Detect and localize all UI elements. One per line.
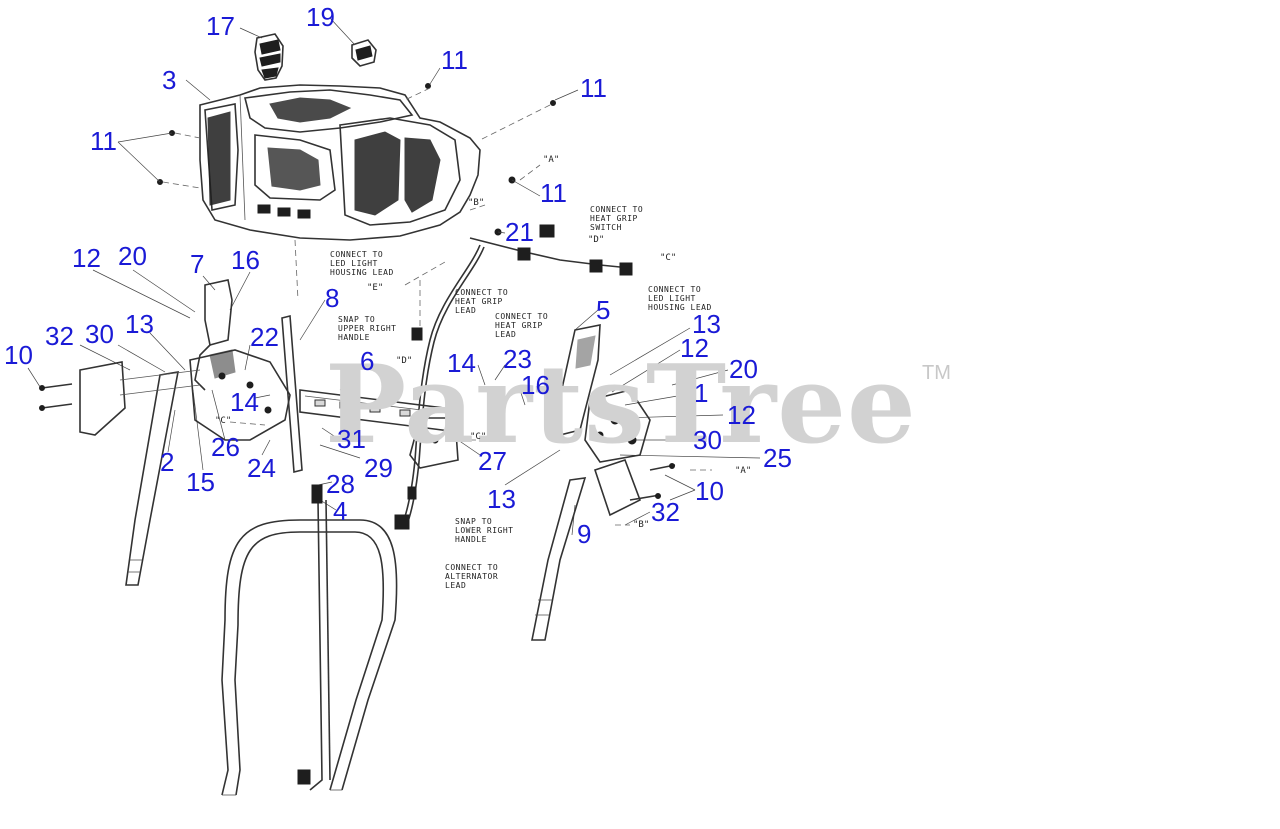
note-snap-upper-right: SNAP TO UPPER RIGHT HANDLE [338,315,397,342]
callout-16-left: 16 [231,245,260,275]
callout-13-left: 13 [125,309,154,339]
callout-16-center: 16 [521,370,550,400]
callout-10-left: 10 [4,340,33,370]
callout-8: 8 [325,283,340,313]
callout-1: 1 [694,378,709,408]
right-handle-9 [531,477,587,641]
callout-20-right: 20 [729,354,758,384]
tag-b-right: "B" [633,520,650,530]
knob-19 [351,39,377,67]
callout-12-right: 12 [727,400,756,430]
left-handle-grip [189,279,291,441]
note-led-light-housing-left: CONNECT TO LED LIGHT HOUSING LEAD [330,250,394,277]
callout-5: 5 [596,295,611,325]
tag-e: "E" [367,283,384,293]
note-led-light-housing-right: CONNECT TO LED LIGHT HOUSING LEAD [648,285,712,312]
tag-d-top: "D" [588,235,605,245]
callout-31: 31 [337,424,366,454]
tag-a-right: "A" [735,466,752,476]
left-upper-handle [79,361,201,586]
callout-30-left: 30 [85,319,114,349]
callout-7: 7 [190,249,205,279]
callout-14-left: 14 [230,387,259,417]
tag-d-center: "D" [396,356,413,366]
callout-21: 21 [505,217,534,247]
note-snap-lower-right: SNAP TO LOWER RIGHT HANDLE [455,517,514,544]
bolts-10-left [39,383,73,411]
callout-9: 9 [577,519,592,549]
note-alternator-lead: CONNECT TO ALTERNATOR LEAD [445,563,499,590]
callout-11-left: 11 [90,126,117,156]
callout-11-right-top: 11 [580,73,607,103]
callout-24: 24 [247,453,276,483]
screws-11 [157,83,556,236]
callout-12-right-top: 12 [680,333,709,363]
callout-17: 17 [206,11,235,41]
callout-28: 28 [326,469,355,499]
callout-27: 27 [478,446,507,476]
callout-15: 15 [186,467,215,497]
callout-26: 26 [211,432,240,462]
note-heat-grip-lead-right: CONNECT TO HEAT GRIP LEAD [495,312,549,339]
watermark: PartsTree [325,342,917,468]
tag-c-top: "C" [660,253,677,263]
callout-11-top: 11 [441,45,468,75]
callout-10-right: 10 [695,476,724,506]
callout-6: 6 [360,346,375,376]
callout-4: 4 [333,496,348,526]
trademark-symbol: TM [922,362,951,384]
control-panel-bar [299,389,461,469]
callout-32-left: 32 [45,321,74,351]
callout-2: 2 [160,447,175,477]
callout-25: 25 [763,443,792,473]
callout-13-right: 13 [692,309,721,339]
callout-29: 29 [364,453,393,483]
callout-12-left-top: 12 [72,243,101,273]
callout-13-center: 13 [487,484,516,514]
callout-32-right: 32 [651,497,680,527]
tag-a-top: "A" [543,155,560,165]
tag-b-top: "B" [468,198,485,208]
callout-14-center: 14 [447,348,476,378]
right-grip-5 [554,324,601,436]
callout-11-right: 11 [540,178,567,208]
wire-harness [394,224,633,530]
leader-lines [27,17,761,536]
tag-c-center: "C" [470,432,487,442]
callout-23: 23 [503,344,532,374]
callout-3: 3 [162,65,177,95]
knob-17 [254,33,284,81]
console-housing [199,84,481,241]
tag-c-left: "C" [215,416,232,426]
reference-lines [229,164,712,526]
callout-30-right: 30 [693,425,722,455]
note-heat-grip-lead-left: CONNECT TO HEAT GRIP LEAD [455,288,509,315]
lower-handle-frame [221,484,398,796]
note-heat-grip-switch: CONNECT TO HEAT GRIP SWITCH [590,205,644,232]
callout-20-left: 20 [118,241,147,271]
callout-19: 19 [306,2,335,32]
right-hinge [584,389,676,517]
rod-8 [281,314,303,474]
callout-22: 22 [250,322,279,352]
